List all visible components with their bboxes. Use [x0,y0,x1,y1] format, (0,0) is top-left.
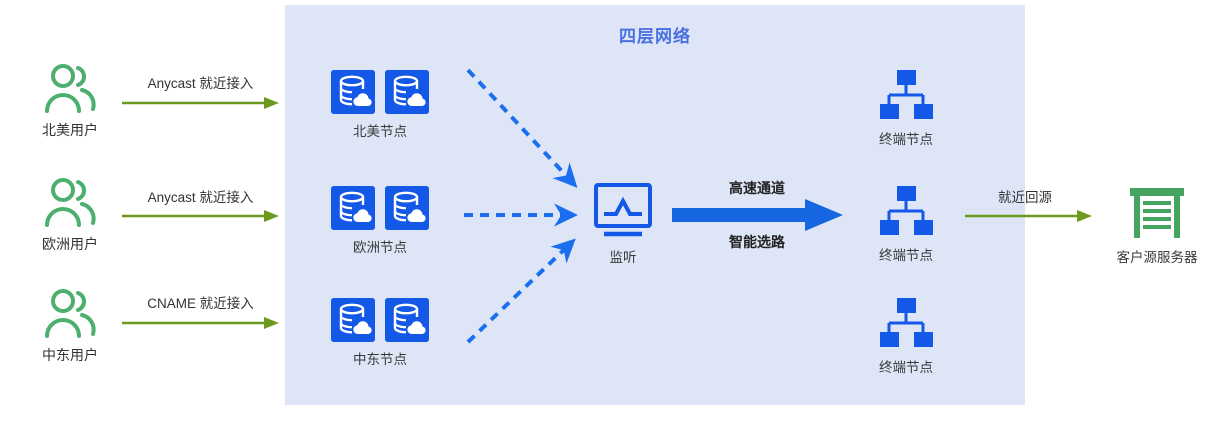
dashed-arrow-europe [462,203,584,227]
terminal-node-3: 终端节点 [846,298,966,376]
edge-node-middle-east: 中东节点 [325,298,435,368]
user-group-north-america: 北美用户 [22,62,118,140]
terminal-node-1: 终端节点 [846,70,966,148]
thick-blue-arrow-right [672,198,844,232]
connector-label-europe: Anycast 就近接入 [147,190,254,205]
connector-label-north-america: Anycast 就近接入 [147,76,254,91]
dashed-arrow-middle-east [466,238,586,348]
database-cloud-icon [385,298,429,342]
network-tree-icon [846,298,966,350]
users-icon [22,287,118,339]
terminal-node-label: 终端节点 [879,132,933,147]
database-cloud-icon [331,186,375,230]
user-label: 北美用户 [42,122,98,138]
edge-node-label: 北美节点 [353,124,407,139]
dashed-arrow-north-america [466,68,586,196]
listener-label: 监听 [609,250,637,265]
origin-server-label: 客户源服务器 [1116,250,1198,265]
user-group-europe: 欧洲用户 [22,176,118,254]
edge-node-label: 欧洲节点 [353,240,407,255]
green-arrow-europe [122,209,280,223]
layer4-network-title: 四层网络 [619,27,691,46]
green-arrow-middle-east [122,316,280,330]
terminal-node-2: 终端节点 [846,186,966,264]
database-cloud-icon [331,70,375,114]
green-arrow-origin [965,209,1093,223]
user-label: 欧洲用户 [42,236,98,252]
database-cloud-icon [385,186,429,230]
origin-connector-label: 就近回源 [998,190,1052,205]
database-cloud-icon [331,298,375,342]
edge-node-label: 中东节点 [353,352,407,367]
user-label: 中东用户 [42,347,98,363]
listener-node: 监听 [583,182,663,266]
terminal-node-label: 终端节点 [879,360,933,375]
network-tree-icon [846,186,966,238]
user-group-middle-east: 中东用户 [22,287,118,365]
users-icon [22,62,118,114]
database-cloud-icon [385,70,429,114]
origin-server-node: 客户源服务器 [1098,186,1216,266]
origin-server-icon [1098,186,1216,240]
network-tree-icon [846,70,966,122]
monitor-waveform-icon [583,182,663,240]
channel-top-label: 高速通道 [729,180,785,196]
channel-bottom-label: 智能选路 [729,234,785,250]
edge-node-north-america: 北美节点 [325,70,435,140]
users-icon [22,176,118,228]
green-arrow-north-america [122,96,280,110]
terminal-node-label: 终端节点 [879,248,933,263]
edge-node-europe: 欧洲节点 [325,186,435,256]
connector-label-middle-east: CNAME 就近接入 [147,296,254,311]
